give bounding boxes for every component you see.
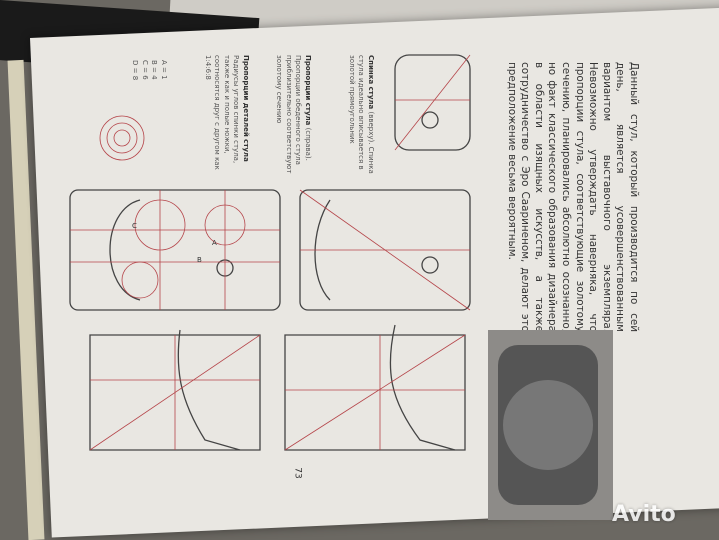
diagram-back-left: [69, 189, 281, 311]
ratio-c: C = 6: [141, 60, 149, 80]
caption-details-text: Радиусы углов спинки стула, также как и …: [204, 55, 241, 170]
ratio-b: B = 4: [150, 60, 159, 80]
caption-proportions-title: Пропорции стула: [304, 55, 312, 126]
label-a: A: [212, 239, 217, 247]
ratio-a: A = 1: [160, 60, 168, 80]
label-c: C: [132, 222, 137, 230]
chair-photo: [488, 330, 613, 520]
caption-proportions: Пропорции стула (справа). Пропорции обед…: [274, 55, 313, 185]
caption-back-title: Спинка стула: [367, 55, 375, 110]
body-paragraph: Данный стул, который производится по сей…: [505, 62, 640, 332]
page-number: 73: [292, 467, 303, 479]
diagram-side-right: [284, 334, 466, 451]
diagram-side-left: [89, 334, 261, 451]
ratios-list: A = 1 B = 4 C = 6 D = 8: [130, 60, 169, 120]
body-text: Данный стул, который производится по сей…: [504, 62, 640, 332]
caption-details-title: Пропорции деталей стула: [242, 55, 250, 162]
ratio-d: D = 8: [131, 60, 140, 81]
label-b: B: [197, 256, 202, 264]
caption-back: Спинка стула (вверху). Спинка стула идеа…: [347, 55, 375, 185]
avito-watermark: Avito: [612, 502, 676, 527]
diagram-back-top: [394, 54, 471, 151]
caption-details: Пропорции деталей стула Радиусы углов сп…: [203, 55, 250, 185]
